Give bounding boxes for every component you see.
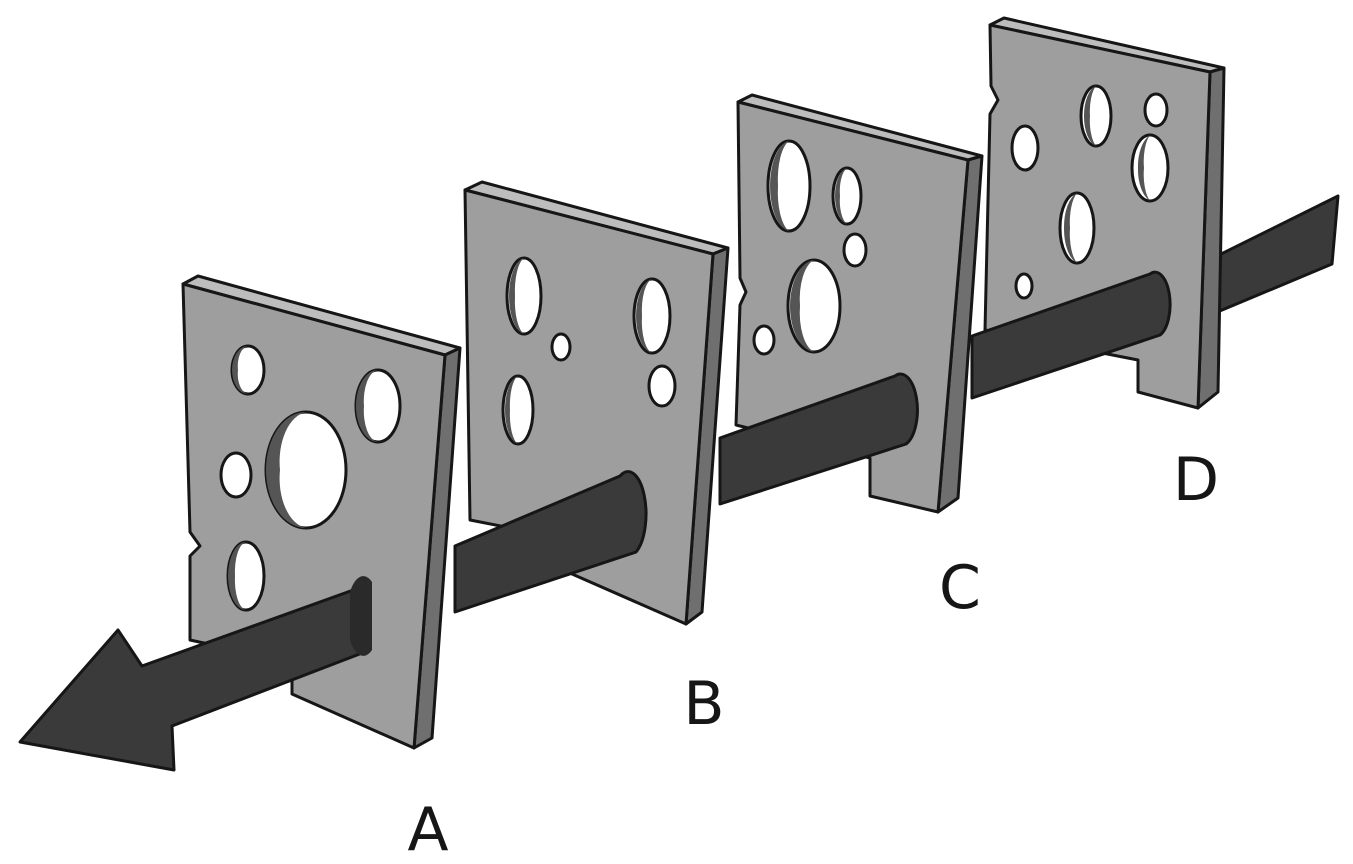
arrow-tail-segment xyxy=(1201,194,1340,320)
slice-label-a: A xyxy=(407,795,448,864)
arrow-head xyxy=(18,576,372,772)
slice-label-b: B xyxy=(683,669,724,739)
slice-label-d: D xyxy=(1173,445,1219,515)
slice-label-c: C xyxy=(939,553,981,623)
arrow-segment-cd xyxy=(970,270,1172,400)
cheese-slice-c xyxy=(734,93,984,514)
hole xyxy=(219,344,402,612)
arrow-segment-ab xyxy=(453,470,648,614)
arrow-segment-bc xyxy=(718,372,919,506)
